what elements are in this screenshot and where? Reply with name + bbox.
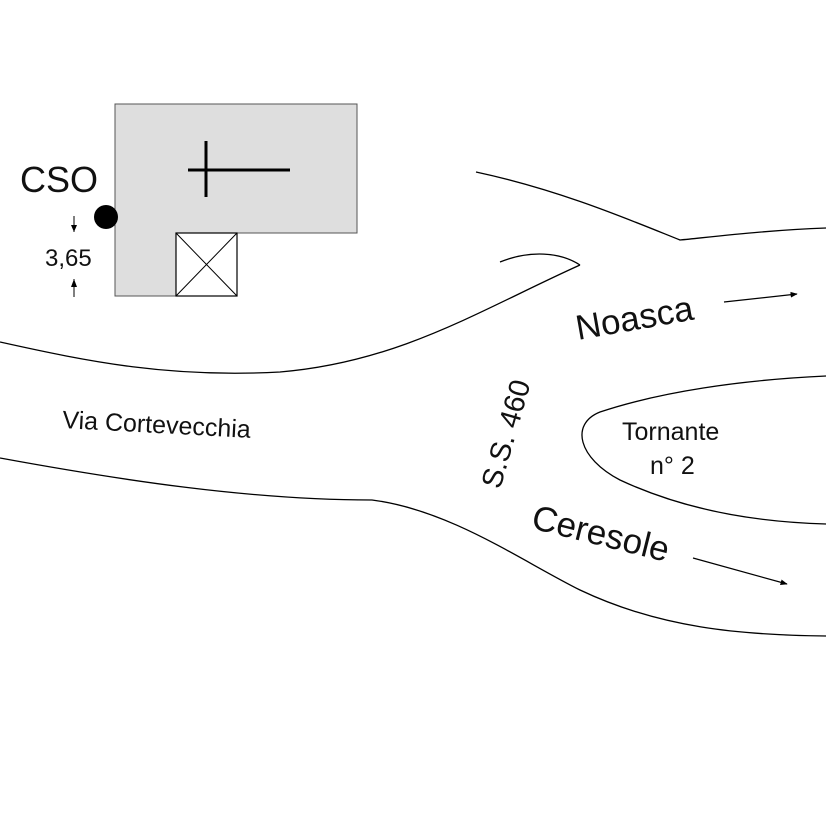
tornante-label-line2: n° 2	[650, 452, 695, 480]
ceresole-label: Ceresole	[528, 498, 673, 570]
via-cortevecchia-label: Via Cortevecchia	[62, 406, 252, 444]
ceresole-arrow-icon	[692, 557, 788, 586]
noasca-arrow-icon	[723, 291, 798, 303]
road-lines	[0, 171, 826, 637]
cross-icon	[188, 141, 290, 197]
cso-point-icon	[94, 205, 118, 229]
crossed-box-icon	[175, 232, 238, 297]
tornante-label-line1: Tornante	[622, 418, 719, 446]
noasca-label: Noasca	[573, 289, 697, 348]
cso-label: CSO	[20, 159, 98, 200]
distance-label: 3,65	[45, 245, 92, 272]
dimension-arrows	[71, 216, 77, 297]
ss460-label: S.S. 460	[476, 376, 537, 492]
